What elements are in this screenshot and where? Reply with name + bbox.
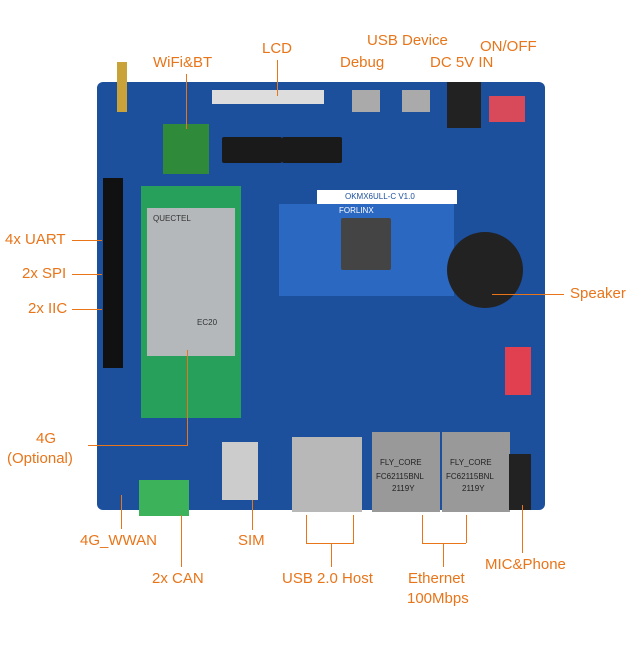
module-model: EC20: [197, 318, 218, 327]
label-sim: SIM: [238, 532, 265, 549]
label-spi: 2x SPI: [22, 265, 67, 282]
leader-line: [252, 500, 253, 530]
cpu-board-label: OKMX6ULL-C V1.0: [317, 190, 457, 204]
coin-battery: [447, 232, 523, 308]
som-module: FORLINX: [279, 204, 454, 296]
eth-date: 2119Y: [462, 484, 485, 493]
leader-line: [186, 74, 187, 129]
leader-line: [72, 309, 102, 310]
lcd-connector: [212, 90, 324, 104]
label-usb-device: USB Device: [367, 32, 448, 49]
gpio-header: [103, 178, 123, 368]
usb-device-port: [402, 90, 430, 112]
debug-port: [352, 90, 380, 112]
label-lcd: LCD: [262, 40, 293, 57]
leader-line: [466, 515, 467, 543]
4g-module: QUECTEL EC20: [147, 208, 235, 356]
label-4g-wwan: 4G_WWAN: [80, 532, 157, 549]
eth-part: FC62115BNL: [446, 472, 494, 481]
label-on-off: ON/OFF: [480, 38, 537, 55]
eth-date: 2119Y: [392, 484, 415, 493]
leader-line: [422, 543, 466, 544]
pcb-board: QUECTEL EC20 OKMX6ULL-C V1.0 FORLINX FLY…: [97, 62, 545, 516]
leader-line: [277, 60, 278, 96]
eth-part: FC62115BNL: [376, 472, 424, 481]
antenna: [117, 62, 127, 112]
label-uart: 4x UART: [5, 231, 66, 248]
leader-line: [187, 350, 188, 445]
label-wifi-bt: WiFi&BT: [153, 54, 213, 71]
leader-line: [72, 240, 102, 241]
cpu-chip: [341, 218, 391, 270]
label-4g: 4G: [36, 430, 57, 447]
leader-line: [306, 543, 354, 544]
label-iic: 2x IIC: [28, 300, 68, 317]
label-speaker: Speaker: [570, 285, 626, 302]
board-model: OKMX6ULL-C V1.0: [345, 192, 415, 201]
label-dc-in: DC 5V IN: [430, 54, 494, 71]
module-brand: QUECTEL: [153, 214, 191, 223]
ram-chip: [222, 137, 282, 163]
brand: FORLINX: [339, 206, 374, 215]
leader-line: [306, 515, 307, 543]
leader-line: [72, 274, 102, 275]
eth-brand: FLY_CORE: [380, 458, 422, 467]
eth-brand: FLY_CORE: [450, 458, 492, 467]
wifi-module: [163, 124, 209, 174]
leader-line: [181, 515, 182, 567]
leader-line: [443, 543, 444, 567]
dip-switch: [505, 347, 531, 395]
label-usb-host: USB 2.0 Host: [282, 570, 373, 587]
leader-line: [522, 505, 523, 553]
audio-jack: [509, 454, 531, 510]
can-terminal: [139, 480, 189, 516]
label-ethernet-speed: 100Mbps: [407, 590, 469, 607]
ethernet-port: FLY_CORE FC62115BNL 2119Y: [372, 432, 440, 512]
label-4g-optional: (Optional): [7, 450, 73, 467]
ram-chip: [282, 137, 342, 163]
power-switch: [489, 96, 525, 122]
label-mic-phone: MIC&Phone: [485, 556, 566, 573]
leader-line: [422, 515, 423, 543]
leader-line: [88, 445, 188, 446]
dc-jack: [447, 82, 481, 128]
label-can: 2x CAN: [152, 570, 204, 587]
leader-line: [331, 543, 332, 567]
ethernet-port: FLY_CORE FC62115BNL 2119Y: [442, 432, 510, 512]
label-ethernet: Ethernet: [408, 570, 465, 587]
label-debug: Debug: [340, 54, 385, 71]
usb-host-ports: [292, 437, 362, 512]
leader-line: [353, 515, 354, 543]
leader-line: [121, 495, 122, 529]
leader-line: [492, 294, 564, 295]
sim-slot: [222, 442, 258, 500]
